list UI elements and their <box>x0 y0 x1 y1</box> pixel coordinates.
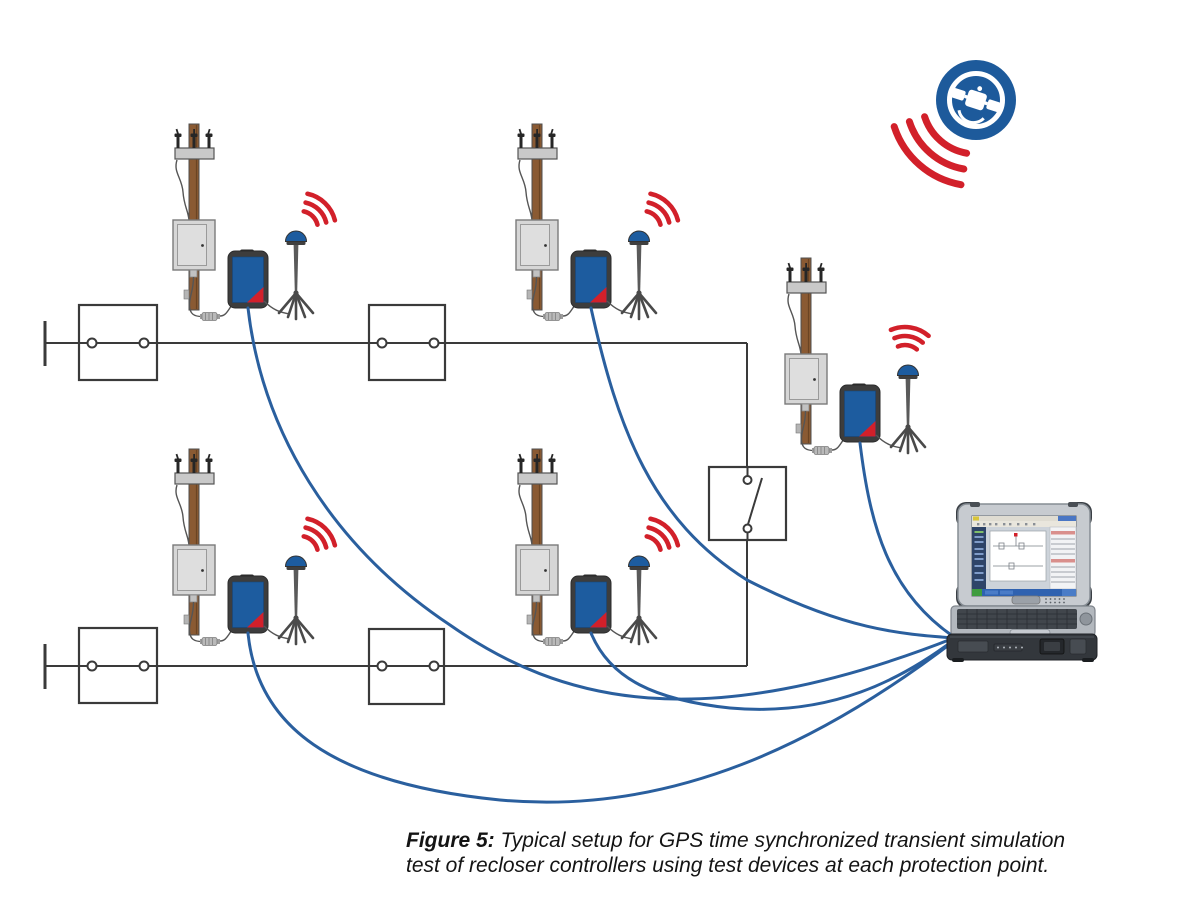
cable-2 <box>589 306 956 640</box>
protection-point-4 <box>171 447 315 647</box>
protection-point-5 <box>514 447 658 647</box>
protection-point-1 <box>171 122 315 322</box>
speaker-grille <box>1045 598 1065 604</box>
radio-waves-icon <box>905 118 968 173</box>
figure-caption: Figure 5: Typical setup for GPS time syn… <box>406 828 1196 878</box>
rugged-laptop-icon <box>946 502 1098 662</box>
figure-label: Figure 5: <box>406 829 495 852</box>
protection-point-3 <box>783 256 927 456</box>
cable-1 <box>246 306 956 701</box>
caption-line-2: test of recloser controllers using test … <box>406 854 1050 877</box>
laptop-hinge <box>1011 595 1041 605</box>
switch-blade <box>746 477 763 527</box>
laptop-hinge-knob <box>1079 612 1093 626</box>
cable-3 <box>858 441 956 639</box>
radio-waves-icon <box>647 519 678 550</box>
radio-waves-icon <box>647 194 678 225</box>
laptop-screen-content <box>971 515 1077 597</box>
caption-text-1: Typical setup for GPS time synchronized … <box>500 829 1066 852</box>
radio-waves-icon <box>304 194 335 225</box>
satellite-radio-waves <box>890 113 971 189</box>
radio-waves-icon <box>888 314 931 357</box>
recloser-symbol-icons <box>77 303 447 706</box>
cable-5 <box>589 631 956 711</box>
cable-4 <box>246 631 956 804</box>
device-laptop-cables <box>246 306 956 804</box>
gps-satellite-icon <box>936 60 1016 140</box>
open-tie-switch-icon <box>707 465 788 542</box>
caption-line-1: Figure 5: Typical setup for GPS time syn… <box>406 828 1196 853</box>
protection-point-2 <box>514 122 658 322</box>
radio-waves-icon <box>921 113 971 157</box>
radio-waves-icon <box>304 519 335 550</box>
radio-waves-icon <box>890 123 965 189</box>
